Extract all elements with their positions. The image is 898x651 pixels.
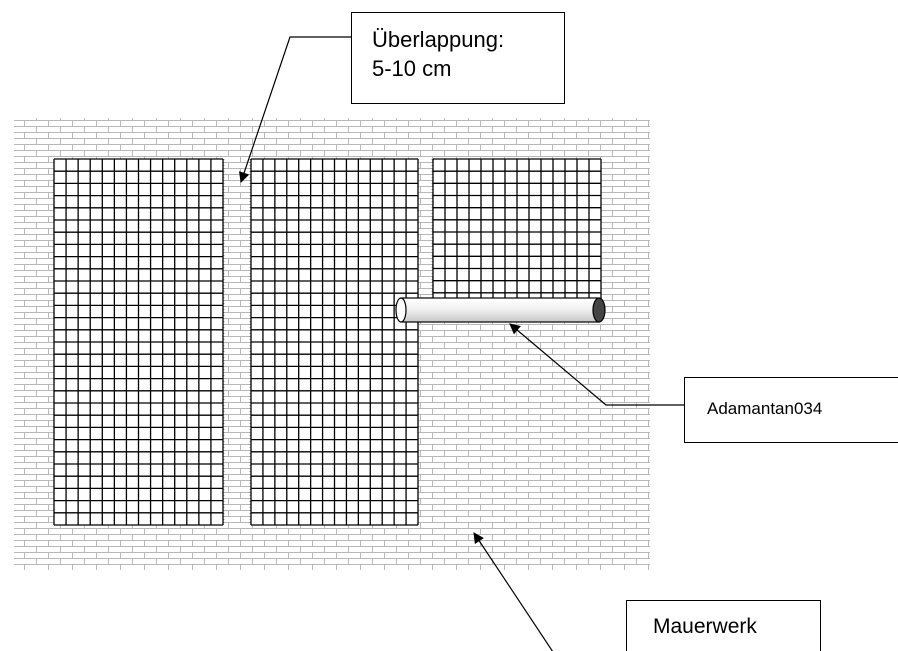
mesh-panel-right xyxy=(432,158,602,306)
mesh-panel-left xyxy=(53,158,224,526)
rod-leader-arrow xyxy=(509,323,684,406)
masonry-callout: Mauerwerk xyxy=(626,600,821,651)
overlap-label-line1: Überlappung: xyxy=(372,27,505,52)
masonry-label: Mauerwerk xyxy=(653,615,757,638)
overlap-gap-1 xyxy=(223,159,251,525)
overlap-gap-dots xyxy=(223,159,433,525)
rod-icon xyxy=(395,297,606,323)
overlap-leader-arrow xyxy=(238,36,351,184)
overlap-label-line2: 5-10 cm xyxy=(372,56,452,81)
rod-label: Adamantan034 xyxy=(707,399,823,418)
mesh-panel-middle xyxy=(250,158,419,526)
rod-callout: Adamantan034 xyxy=(684,377,898,443)
masonry-leader-arrow xyxy=(473,532,554,651)
overlap-callout: Überlappung: 5-10 cm xyxy=(351,12,565,104)
